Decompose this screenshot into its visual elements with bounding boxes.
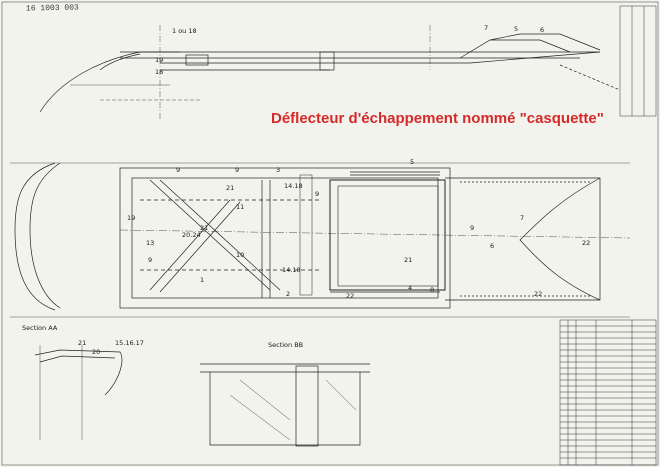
section-aa-drawing [34,345,123,440]
callout-plan-9: 7 [520,214,524,222]
callout-plan-25: 22 [534,290,542,298]
callout-sec-2: 20 [92,348,100,356]
callout-plan-2: 9 [235,166,239,174]
callout-plan-14: 21 [200,224,208,232]
callout-sec-1: 21 [78,339,86,347]
callout-plan-7: 14.18 [284,182,303,190]
callout-plan-13: 13 [146,239,154,247]
callout-top-6: 18 [155,68,163,76]
section-bb-drawing [200,363,370,447]
callout-plan-18: 1 [200,276,204,284]
callout-plan-10: 9 [470,224,474,232]
callout-plan-8: 9 [315,190,319,198]
plan-view [10,162,631,318]
callout-plan-5: 21 [226,184,234,192]
callout-top-3: 5 [514,25,518,33]
callout-plan-11: 6 [490,242,494,250]
callout-top-4: 6 [540,26,544,34]
callout-plan-6: 11 [236,203,244,211]
callout-plan-26: 22 [582,239,590,247]
callout-plan-21: 22 [346,292,354,300]
callout-plan-16: 20.24 [182,231,201,239]
callout-plan-15: 10 [236,251,244,259]
callout-plan-12: 19 [127,214,135,222]
callout-plan-24: 8 [430,286,434,294]
callout-plan-17: 9 [148,256,152,264]
callout-top-5: 19 [155,56,163,64]
callout-plan-4: 5 [410,158,414,166]
bill-of-materials-table [559,5,657,466]
callout-plan-22: 21 [404,256,412,264]
callout-plan-1: 9 [176,166,180,174]
top-side-view [39,25,621,120]
callout-top-2: 7 [484,24,488,32]
callout-plan-23: 4 [408,284,412,292]
section-bb-label: Section BB [268,341,303,349]
callout-plan-19: 2 [286,290,290,298]
callout-sec-3: 15.16.17 [115,339,144,347]
callout-plan-20: 14.18 [282,266,301,274]
page-title: Déflecteur d'échappement nommé "casquett… [271,110,604,127]
section-aa-label: Section AA [22,324,58,332]
callout-plan-3: 3 [276,166,280,174]
callout-top-1: 1 ou 18 [172,27,197,35]
